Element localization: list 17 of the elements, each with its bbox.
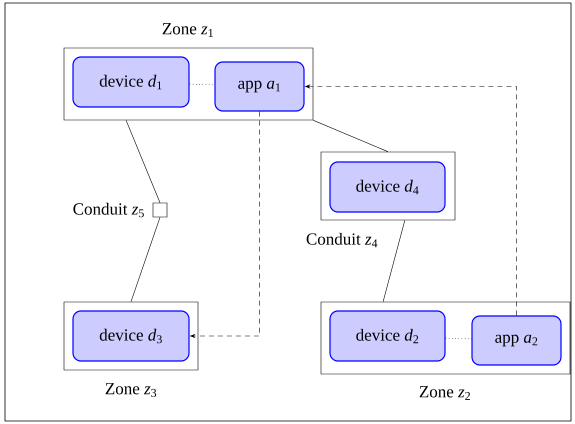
device-box: device d$_{2}$: [329, 310, 446, 362]
connector-line: [445, 338, 472, 340]
zone-label: Zone z$_{1}$: [162, 23, 213, 37]
conduit-label: Conduit z$_{5}$: [73, 202, 144, 218]
connector-line: [130, 217, 160, 302]
zone-label: Conduit z$_{4}$: [306, 232, 378, 248]
connector-line: [313, 120, 388, 152]
device-box: app a$_{2}$: [471, 315, 562, 366]
zone-label: Zone z$_{2}$: [420, 386, 470, 400]
zone-label: Zone z$_{3}$: [106, 383, 156, 397]
device-box: device d$_{1}$: [72, 56, 190, 108]
device-box: device d$_{4}$: [329, 161, 446, 213]
device-box: device d$_{3}$: [72, 310, 190, 362]
device-box: app a$_{1}$: [214, 61, 305, 112]
connector-line: [189, 84, 215, 86]
connector-line: [382, 220, 406, 302]
connector-line: [126, 120, 160, 203]
